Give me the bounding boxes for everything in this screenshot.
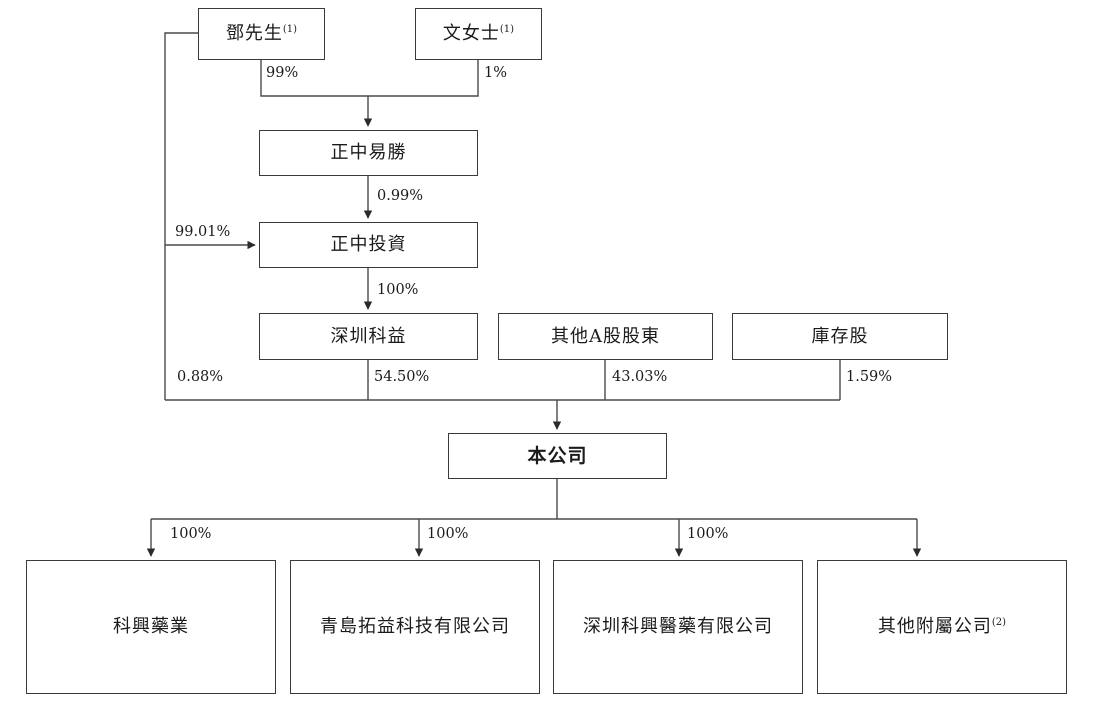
- node-other-a-shareholders-label: 其他A股股東: [551, 325, 660, 347]
- node-treasury-shares[interactable]: 庫存股: [732, 313, 948, 360]
- node-zhengzhong-touzi-label: 正中投資: [330, 234, 407, 255]
- node-zhengzhong-yisheng[interactable]: 正中易勝: [259, 130, 478, 176]
- node-wen-note: (1): [499, 24, 515, 35]
- edge-label-szky-to-company: 54.50%: [374, 369, 430, 385]
- edge-label-wen-to-zzys: 1%: [484, 65, 508, 81]
- edge-label-treasury-to-company: 1.59%: [846, 369, 893, 385]
- edge-label-company-to-szkxyy: 100%: [687, 526, 729, 542]
- node-the-company[interactable]: 本公司: [448, 433, 667, 479]
- node-qingdao-tuoyi[interactable]: 青島拓益科技有限公司: [290, 560, 540, 694]
- edge-label-deng-to-zzys: 99%: [266, 65, 299, 81]
- node-shenzhen-kexing-medicine-label: 深圳科興醫藥有限公司: [583, 616, 773, 637]
- node-other-subsidiaries-label: 其他附屬公司(2): [877, 616, 1007, 637]
- edge-label-zzys-to-zztz: 0.99%: [377, 188, 424, 204]
- node-shenzhen-kexing-medicine[interactable]: 深圳科興醫藥有限公司: [553, 560, 803, 694]
- node-wen-label: 文女士(1): [442, 23, 515, 44]
- node-kexing-pharma-label: 科興藥業: [113, 616, 189, 637]
- node-zhengzhong-touzi[interactable]: 正中投資: [259, 222, 478, 268]
- node-other-subsidiaries[interactable]: 其他附屬公司(2): [817, 560, 1067, 694]
- node-wen[interactable]: 文女士(1): [415, 8, 542, 60]
- edge-label-company-to-qdty: 100%: [427, 526, 469, 542]
- node-the-company-label: 本公司: [527, 444, 588, 467]
- wire-founders-merge: [260, 60, 479, 97]
- node-zhengzhong-yisheng-label: 正中易勝: [330, 142, 407, 163]
- node-other-a-shareholders[interactable]: 其他A股股東: [498, 313, 713, 360]
- node-deng[interactable]: 鄧先生(1): [198, 8, 325, 60]
- edge-label-company-to-kxyy: 100%: [170, 526, 212, 542]
- node-kexing-pharma[interactable]: 科興藥業: [26, 560, 276, 694]
- node-deng-note: (1): [282, 24, 298, 35]
- edge-label-loop-to-zztz: 99.01%: [175, 224, 231, 240]
- wire-left-rail: [164, 32, 198, 400]
- node-treasury-shares-label: 庫存股: [811, 325, 869, 347]
- node-deng-label: 鄧先生(1): [225, 23, 298, 44]
- node-shenzhen-keyi-label: 深圳科益: [330, 325, 407, 347]
- node-shenzhen-keyi[interactable]: 深圳科益: [259, 313, 478, 360]
- edge-label-zztz-to-szky: 100%: [377, 282, 419, 298]
- edge-label-othera-to-company: 43.03%: [612, 369, 668, 385]
- node-other-subsidiaries-note: (2): [991, 617, 1007, 628]
- edge-label-loop-to-company: 0.88%: [177, 369, 224, 385]
- node-qingdao-tuoyi-label: 青島拓益科技有限公司: [320, 616, 510, 637]
